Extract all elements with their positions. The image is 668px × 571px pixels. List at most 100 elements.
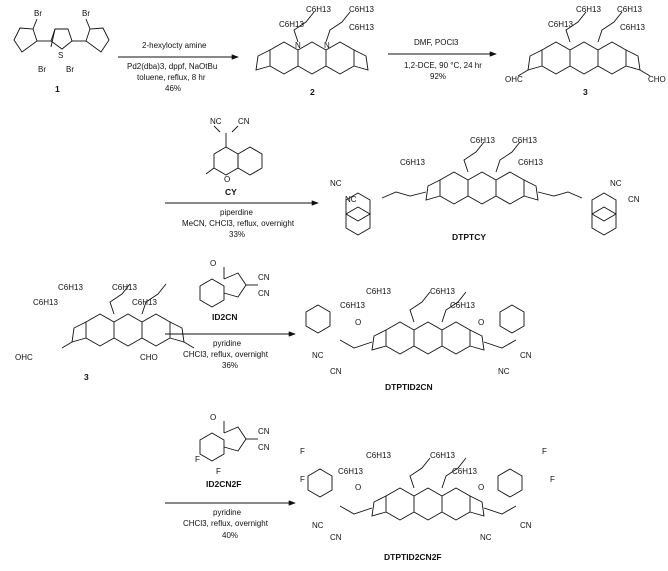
dtptid2cn2f-cn-right: CN bbox=[520, 521, 532, 530]
compound-1-label: 1 bbox=[55, 84, 60, 94]
dtptid2cn2f-oxygen-left: O bbox=[355, 483, 361, 492]
compound-3-structure bbox=[517, 11, 651, 77]
dtptid2cn-nc-left: NC bbox=[312, 351, 324, 360]
id2cn-cn-top: CN bbox=[258, 273, 270, 282]
dtptcy-label: DTPTCY bbox=[452, 232, 486, 242]
id2cn-oxygen: O bbox=[210, 259, 216, 268]
id2cn2f-cn-bottom: CN bbox=[258, 443, 270, 452]
compound-2-n-right: N bbox=[324, 41, 330, 50]
id2cn-label: ID2CN bbox=[212, 312, 238, 322]
dtptid2cn2f-structure bbox=[307, 457, 523, 521]
cy-oxygen: O bbox=[224, 175, 230, 184]
dtptid2cn2f-f2: F bbox=[300, 475, 305, 484]
dtptid2cn-hexyl-3: C6H13 bbox=[430, 287, 455, 296]
id2cn-cn-bottom: CN bbox=[258, 289, 270, 298]
dtptid2cn2f-nc-right: NC bbox=[480, 533, 492, 542]
compound-3-hexyl-2: C6H13 bbox=[548, 20, 573, 29]
compound-1-br-top-right: Br bbox=[82, 9, 90, 18]
compound-3b-ohc: OHC bbox=[15, 353, 33, 362]
dtptid2cn-hexyl-4: C6H13 bbox=[450, 301, 475, 310]
dtptcy-cn-left: NC bbox=[345, 195, 357, 204]
compound-3b-hexyl-3: C6H13 bbox=[112, 283, 137, 292]
dtptcy-nc-right: NC bbox=[610, 179, 622, 188]
compound-1-br-bottom-right: Br bbox=[66, 65, 74, 74]
step3-base: piperdine bbox=[220, 208, 253, 217]
dtptid2cn-oxygen-right: O bbox=[478, 318, 484, 327]
dtptcy-structure bbox=[345, 141, 617, 236]
dtptcy-hexyl-1: C6H13 bbox=[470, 136, 495, 145]
step1-reagent: 2-hexylocty amine bbox=[142, 41, 207, 50]
compound-3b-structure bbox=[61, 283, 195, 349]
compound-2-n-left: N bbox=[295, 41, 301, 50]
dtptid2cn2f-nc-left: NC bbox=[312, 521, 324, 530]
dtptid2cn-structure bbox=[305, 291, 525, 355]
step4-conditions: CHCl3, reflux, overnight bbox=[183, 350, 269, 359]
dtptid2cn-hexyl-1: C6H13 bbox=[366, 287, 391, 296]
compound-1-br-top-left: Br bbox=[34, 9, 42, 18]
dtptid2cn-label: DTPTID2CN bbox=[385, 382, 433, 392]
step2-conditions: 1,2-DCE, 90 °C, 24 hr bbox=[404, 61, 482, 70]
dtptid2cn-nc-right: NC bbox=[498, 367, 510, 376]
step3-yield: 33% bbox=[229, 230, 245, 239]
compound-1-structure bbox=[13, 18, 110, 53]
id2cn2f-structure bbox=[199, 421, 258, 462]
dtptid2cn2f-hexyl-3: C6H13 bbox=[430, 451, 455, 460]
id2cn2f-cn-top: CN bbox=[258, 427, 270, 436]
step5-yield: 40% bbox=[222, 531, 238, 540]
dtptid2cn2f-f3: F bbox=[542, 447, 547, 456]
step4-yield: 36% bbox=[222, 361, 238, 370]
dtptid2cn-hexyl-2: C6H13 bbox=[340, 301, 365, 310]
step3-conditions: MeCN, CHCl3, reflux, overnight bbox=[182, 219, 295, 228]
id2cn2f-f1: F bbox=[195, 455, 200, 464]
compound-3-hexyl-3: C6H13 bbox=[617, 5, 642, 14]
dtptid2cn2f-f1: F bbox=[300, 447, 305, 456]
compound-1-br-bottom-left: Br bbox=[38, 65, 46, 74]
cy-cn: CN bbox=[238, 117, 250, 126]
dtptid2cn2f-cn-left: CN bbox=[330, 533, 342, 542]
compound-3b-cho: CHO bbox=[140, 353, 158, 362]
compound-3b-hexyl-2: C6H13 bbox=[33, 298, 58, 307]
compound-2-hexyl-1: C6H13 bbox=[306, 5, 331, 14]
compound-3b-label: 3 bbox=[84, 372, 89, 382]
dtptid2cn2f-hexyl-4: C6H13 bbox=[452, 467, 477, 476]
cy-structure bbox=[205, 125, 263, 176]
dtptcy-hexyl-2: C6H13 bbox=[400, 158, 425, 167]
step2-reagent: DMF, POCl3 bbox=[414, 38, 459, 47]
compound-2-label: 2 bbox=[310, 87, 315, 97]
compound-3-hexyl-4: C6H13 bbox=[620, 23, 645, 32]
compound-3-cho: CHO bbox=[648, 75, 666, 84]
dtptcy-nc-left: NC bbox=[330, 179, 342, 188]
cy-label: CY bbox=[225, 187, 237, 197]
compound-3-hexyl-1: C6H13 bbox=[576, 5, 601, 14]
id2cn2f-f2: F bbox=[216, 467, 221, 476]
id2cn-structure bbox=[199, 267, 258, 308]
step2-yield: 92% bbox=[430, 72, 446, 81]
dtptid2cn2f-hexyl-2: C6H13 bbox=[338, 467, 363, 476]
compound-2-hexyl-3: C6H13 bbox=[349, 5, 374, 14]
compound-2-structure bbox=[255, 11, 369, 75]
dtptid2cn2f-label: DTPTID2CN2F bbox=[384, 552, 442, 562]
dtptid2cn-oxygen-left: O bbox=[355, 318, 361, 327]
step1-catalyst: Pd2(dba)3, dppf, NaOtBu bbox=[127, 62, 217, 71]
step5-conditions: CHCl3, reflux, overnight bbox=[183, 519, 269, 528]
dtptid2cn2f-f4: F bbox=[550, 475, 555, 484]
id2cn2f-oxygen: O bbox=[210, 413, 216, 422]
dtptcy-cn-right: CN bbox=[628, 195, 640, 204]
compound-2-hexyl-4: C6H13 bbox=[349, 23, 374, 32]
step4-base: pyridine bbox=[213, 339, 242, 348]
dtptcy-hexyl-4: C6H13 bbox=[518, 158, 543, 167]
compound-3-ohc: OHC bbox=[505, 75, 523, 84]
id2cn2f-label: ID2CN2F bbox=[206, 479, 241, 489]
compound-3-label: 3 bbox=[583, 87, 588, 97]
compound-3b-hexyl-1: C6H13 bbox=[58, 283, 83, 292]
dtptid2cn-cn-left: CN bbox=[330, 367, 342, 376]
compound-3b-hexyl-4: C6H13 bbox=[132, 298, 157, 307]
dtptid2cn2f-hexyl-1: C6H13 bbox=[366, 451, 391, 460]
dtptid2cn-cn-right: CN bbox=[520, 351, 532, 360]
step5-base: pyridine bbox=[213, 508, 242, 517]
dtptcy-hexyl-3: C6H13 bbox=[512, 136, 537, 145]
compound-1-sulfur: S bbox=[58, 51, 63, 60]
step1-conditions: toluene, reflux, 8 hr bbox=[137, 73, 206, 82]
